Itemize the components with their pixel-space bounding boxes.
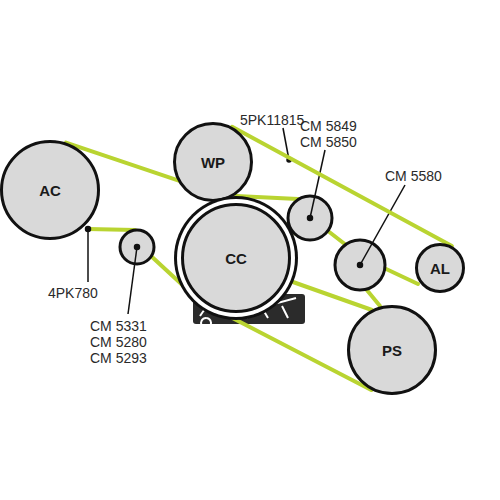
part-number: CM 5280	[90, 334, 147, 350]
leader-dot	[358, 263, 363, 268]
belt-code: 4PK780	[48, 285, 98, 301]
leader-line	[310, 150, 325, 218]
leader-line	[128, 247, 137, 314]
part-number: CM 5850	[300, 134, 357, 150]
crankshaft-pulley: CC	[181, 203, 291, 313]
idler-pulley	[335, 240, 385, 290]
leader-line	[360, 185, 405, 265]
idler-pulley	[288, 196, 332, 240]
pulley-label: CC	[225, 250, 247, 267]
leader-dot	[86, 227, 91, 232]
pulley-label: AL	[430, 260, 450, 277]
leader-line	[87, 229, 89, 282]
leader-dot	[135, 245, 140, 250]
belt-code: 5PK11815	[240, 112, 304, 128]
leader-dot	[308, 216, 313, 221]
belt	[384, 268, 418, 284]
part-number: CM 5293	[90, 350, 147, 366]
belt	[328, 231, 346, 245]
alternator-pulley: AL	[415, 243, 465, 293]
pulley-label: PS	[382, 342, 402, 359]
belt	[366, 289, 380, 306]
belt	[236, 196, 298, 199]
pulley-label: AC	[39, 182, 61, 199]
power-steering-pulley: PS	[347, 305, 437, 395]
part-number: CM 5580	[385, 168, 442, 184]
belt	[88, 229, 135, 230]
idler-pulley	[120, 230, 154, 264]
water-pump-pulley: WP	[173, 122, 253, 202]
part-number: CM 5331	[90, 318, 147, 334]
compressor-pulley: AC	[0, 140, 100, 240]
part-number: CM 5849	[300, 118, 357, 134]
pulley-label: WP	[201, 154, 225, 171]
